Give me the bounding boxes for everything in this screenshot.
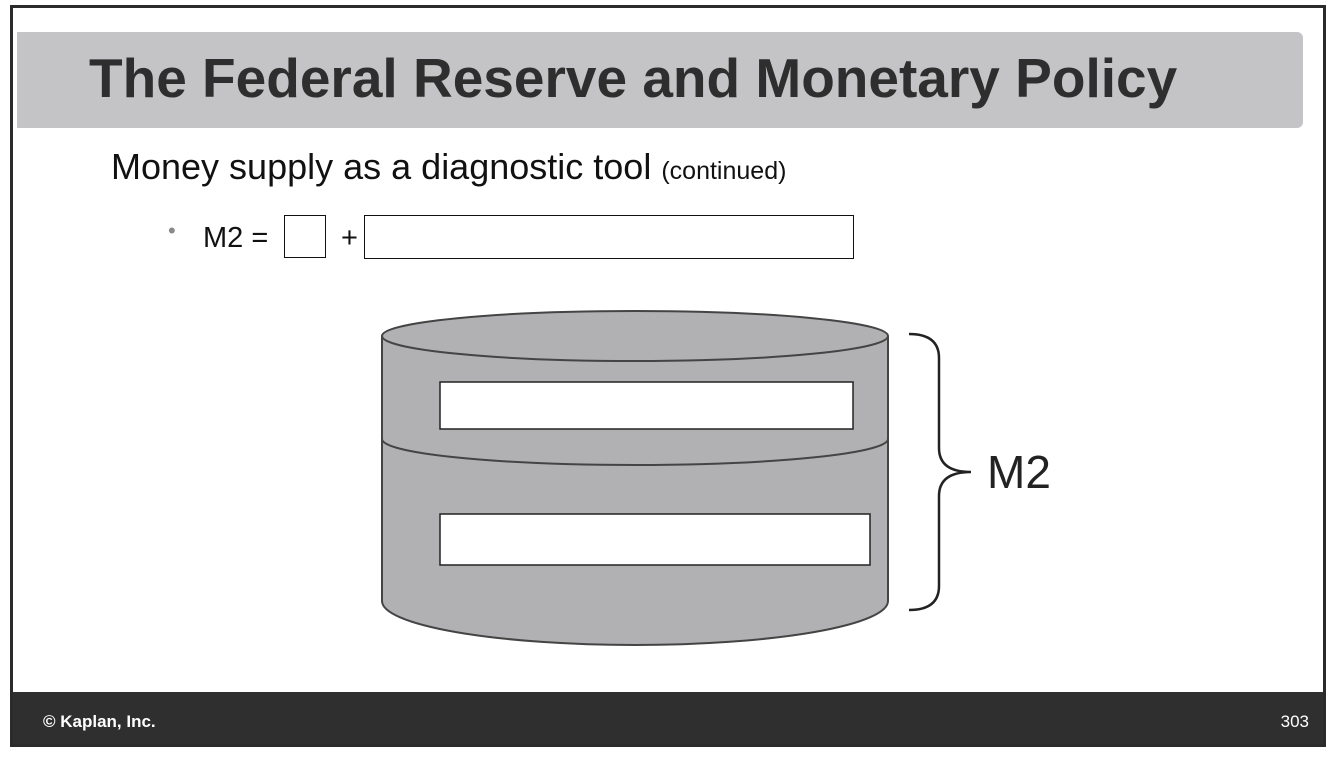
subtitle-main: Money supply as a diagnostic tool xyxy=(111,146,652,187)
bullet-marker: • xyxy=(168,218,176,243)
slide: The Federal Reserve and Monetary Policy … xyxy=(10,5,1326,747)
cylinder-bottom-blank xyxy=(439,513,871,566)
equation-blank-1 xyxy=(284,215,326,258)
slide-title: The Federal Reserve and Monetary Policy xyxy=(89,47,1178,109)
footer: © Kaplan, Inc. 303 xyxy=(13,692,1323,744)
equation-plus: + xyxy=(341,222,358,254)
title-bar: The Federal Reserve and Monetary Policy xyxy=(17,32,1303,128)
subtitle: Money supply as a diagnostic tool (conti… xyxy=(111,146,786,188)
m2-cylinder-diagram: M2 xyxy=(381,310,1051,646)
curly-brace xyxy=(908,332,972,612)
cylinder-top-blank xyxy=(439,381,854,430)
cylinder-top xyxy=(381,310,889,362)
brace-label: M2 xyxy=(987,446,1051,498)
page-number: 303 xyxy=(1280,712,1309,731)
subtitle-note: (continued) xyxy=(661,157,787,185)
equation-blank-2 xyxy=(364,215,854,259)
copyright: © Kaplan, Inc. xyxy=(43,712,156,731)
equation-lhs: M2 = xyxy=(203,222,269,254)
cylinder-divider xyxy=(381,438,889,466)
